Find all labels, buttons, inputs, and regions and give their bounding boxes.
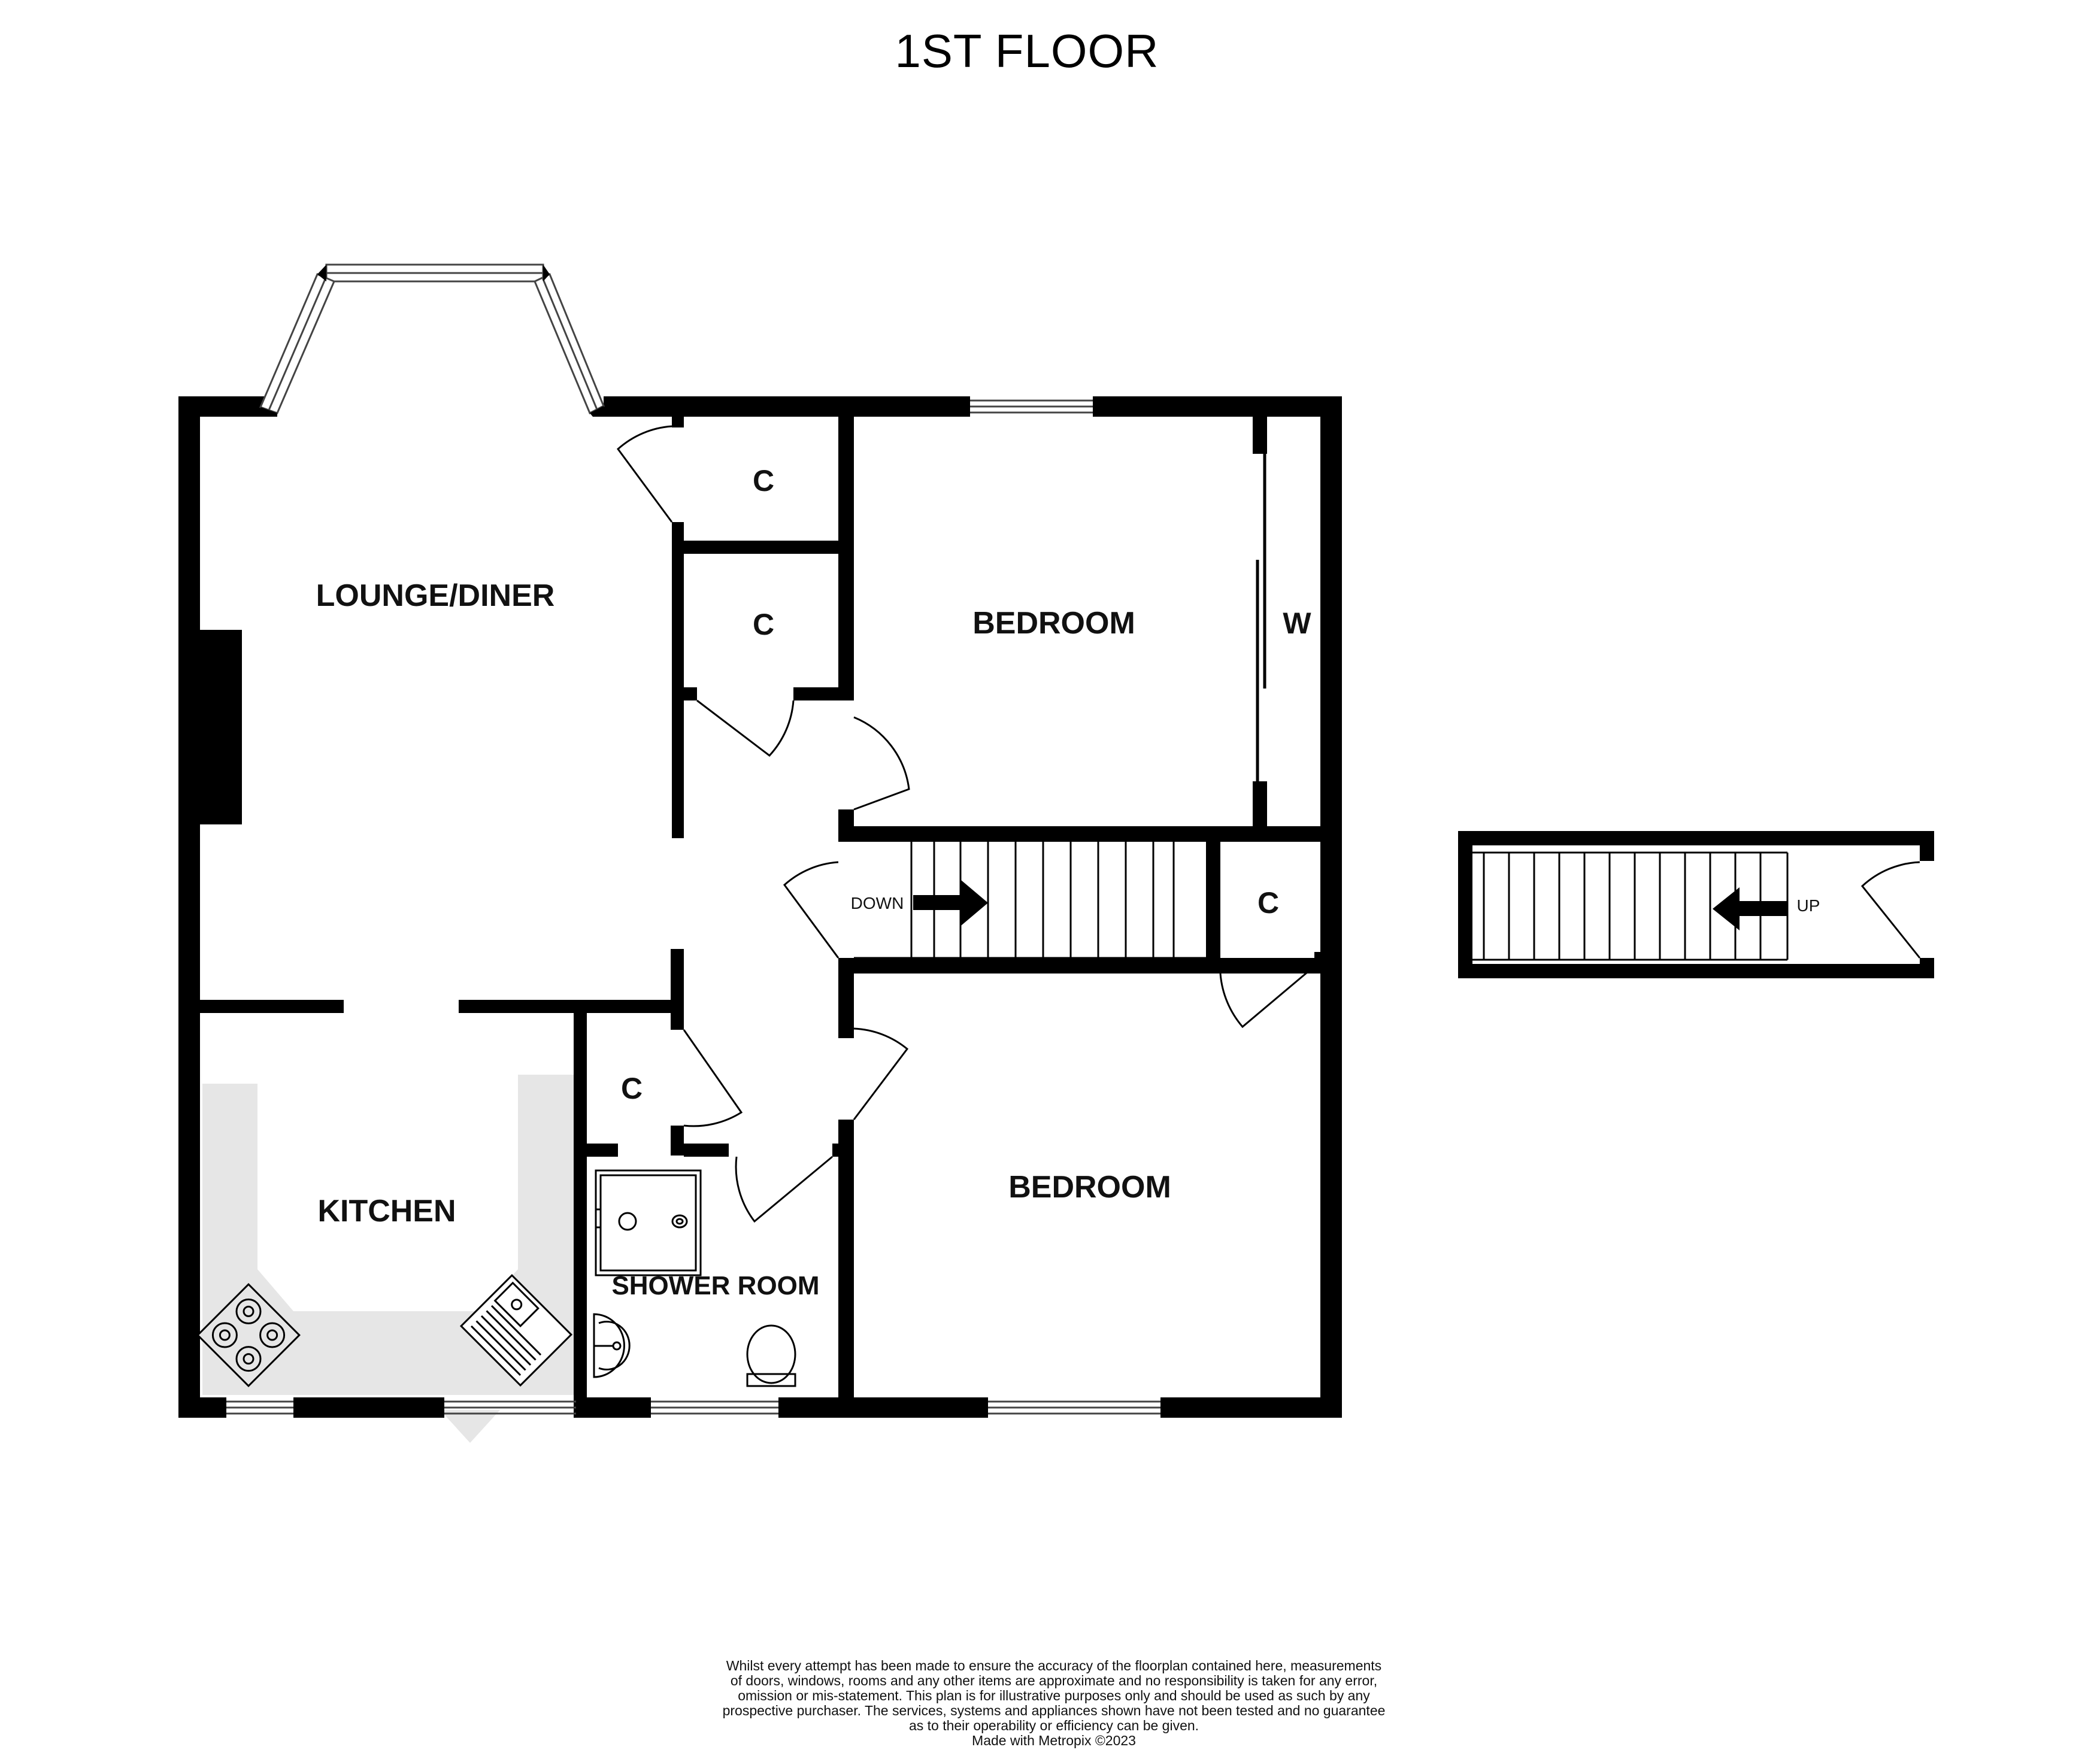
hob-icon (196, 1283, 301, 1387)
lower-staircase (1472, 851, 1921, 961)
room-label-lounge-diner: LOUNGE/DINER (316, 578, 555, 613)
disclaimer: Whilst every attempt has been made to en… (653, 1658, 1455, 1748)
room-label-wardrobe: W (1283, 606, 1311, 640)
room-label-bedroom-1: BEDROOM (972, 606, 1135, 641)
lower-stair-walls (1458, 831, 1934, 978)
metropix-credit: Made with Metropix ©2023 (972, 1733, 1136, 1748)
room-label-shower-room: SHOWER ROOM (611, 1271, 819, 1300)
kitchen-worktops (202, 1075, 576, 1443)
wardrobe-doors (1256, 454, 1266, 781)
disclaimer-line: as to their operability or efficiency ca… (908, 1718, 1199, 1733)
disclaimer-line: prospective purchaser. The services, sys… (722, 1703, 1386, 1718)
disclaimer-line: Whilst every attempt has been made to en… (726, 1658, 1382, 1673)
shower-tray-icon (595, 1169, 702, 1276)
toilet-icon (746, 1324, 796, 1387)
down-arrow-icon (913, 880, 988, 926)
up-arrow-icon (1713, 887, 1787, 930)
stair-down-label: DOWN (851, 894, 904, 912)
bay-window (259, 265, 605, 417)
outer-walls (178, 396, 1342, 1418)
disclaimer-line: omission or mis-statement. This plan is … (738, 1688, 1370, 1703)
floor-title: 1ST FLOOR (895, 25, 1159, 77)
room-label-cupboard-3: C (1257, 886, 1279, 920)
stair-up-label: UP (1797, 896, 1820, 915)
room-label-cupboard-2: C (753, 608, 774, 641)
washbasin-icon (593, 1313, 631, 1378)
room-label-cupboard-1: C (753, 464, 774, 498)
room-label-cupboard-4: C (621, 1072, 643, 1105)
interior-walls (200, 417, 1342, 1418)
disclaimer-line: of doors, windows, rooms and any other i… (730, 1673, 1378, 1688)
door-swings (616, 425, 1315, 1223)
sink-icon (459, 1273, 573, 1387)
room-label-bedroom-2: BEDROOM (1008, 1170, 1171, 1205)
room-label-kitchen: KITCHEN (317, 1194, 456, 1229)
main-staircase (854, 839, 1206, 959)
